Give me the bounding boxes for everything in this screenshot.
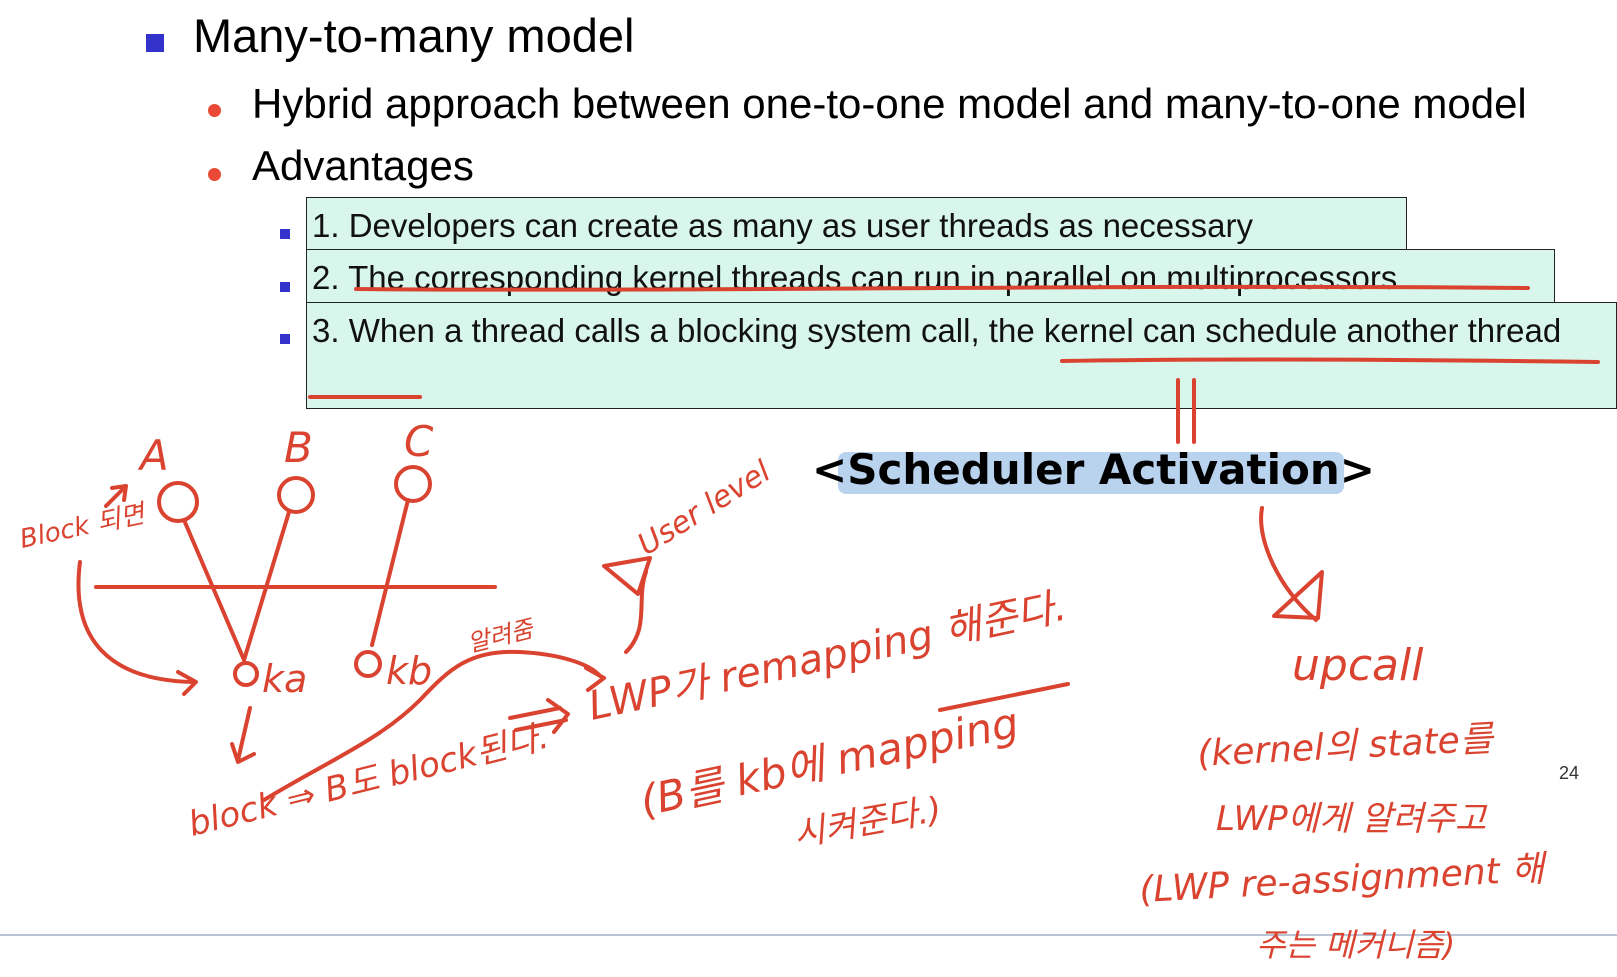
user-level-arrow-head [602, 556, 652, 596]
upcall-note-4: 주는 메커니즘) [1256, 926, 1455, 964]
map-c-kb [370, 498, 410, 647]
mapping-underline [938, 682, 1070, 712]
upcall-note-2: LWP에게 알려주고 [1216, 799, 1488, 839]
footer-divider [0, 934, 1617, 936]
square-bullet-icon [280, 282, 290, 292]
user-level-note: User level [632, 454, 778, 563]
advantage-box-1: 1. Developers can create as many as user… [306, 197, 1407, 251]
advantage-box-3: 3. When a thread calls a blocking system… [306, 302, 1617, 409]
thread-c-circle [394, 465, 432, 503]
block-arrow [76, 560, 194, 684]
thread-c-label: C [404, 417, 434, 466]
thread-a-label: A [137, 431, 169, 480]
notify-curve [262, 649, 602, 802]
block-note: Block 되면 [17, 499, 150, 555]
kernel-b-label: kb [386, 649, 432, 693]
upcall-note-1: (kernel의 state를 [1196, 718, 1495, 775]
kernel-b-circle [354, 650, 382, 678]
highlight-mark [838, 452, 1344, 494]
b-to-kb-note-1: (B를 kb에 mapping [636, 698, 1023, 826]
scheduler-activation-label: <Scheduler Activation> [812, 445, 1375, 494]
map-b-ka [242, 510, 291, 662]
dot-bullet-icon [208, 104, 221, 117]
b-to-kb-note-2: 시켜준다.) [791, 790, 945, 855]
scheduler-down-arrow [1259, 506, 1318, 622]
point-hybrid: Hybrid approach between one-to-one model… [252, 80, 1527, 127]
upcall-label: upcall [1292, 640, 1424, 691]
thread-b-label: B [284, 423, 313, 472]
square-bullet-icon [146, 34, 164, 52]
notify-arrow-head [584, 666, 606, 692]
dot-bullet-icon [208, 168, 221, 181]
upcall-note-3: (LWP re-assignment 해 [1138, 849, 1549, 911]
thread-b-circle [277, 476, 315, 514]
page-number: 24 [1559, 763, 1580, 783]
underline-kernel-schedule [1060, 357, 1600, 364]
advantage-text-3: 3. When a thread calls a blocking system… [312, 312, 1562, 349]
map-a-ka [182, 518, 246, 662]
kernel-a-label: ka [262, 657, 307, 701]
block-chain-note: block ⇒ B도 block된다. [185, 717, 553, 845]
equals-connector [1176, 378, 1196, 444]
slide-title: Many-to-many model [193, 9, 635, 62]
block-note-arrow [104, 484, 128, 508]
thread-a-circle [157, 481, 199, 523]
scheduler-arrow-head [1272, 570, 1324, 620]
block-arrow-head [176, 670, 198, 696]
strikethrough-line [354, 284, 1530, 292]
kernel-a-circle [233, 661, 259, 687]
square-bullet-icon [280, 334, 290, 344]
advantage-text-1: 1. Developers can create as many as user… [312, 207, 1253, 244]
square-bullet-icon [280, 229, 290, 239]
implies-arrow [508, 698, 570, 734]
advantage-box-2: 2. The corresponding kernel threads can … [306, 249, 1555, 303]
ka-down-arrow [230, 706, 256, 764]
point-advantages: Advantages [252, 142, 474, 189]
